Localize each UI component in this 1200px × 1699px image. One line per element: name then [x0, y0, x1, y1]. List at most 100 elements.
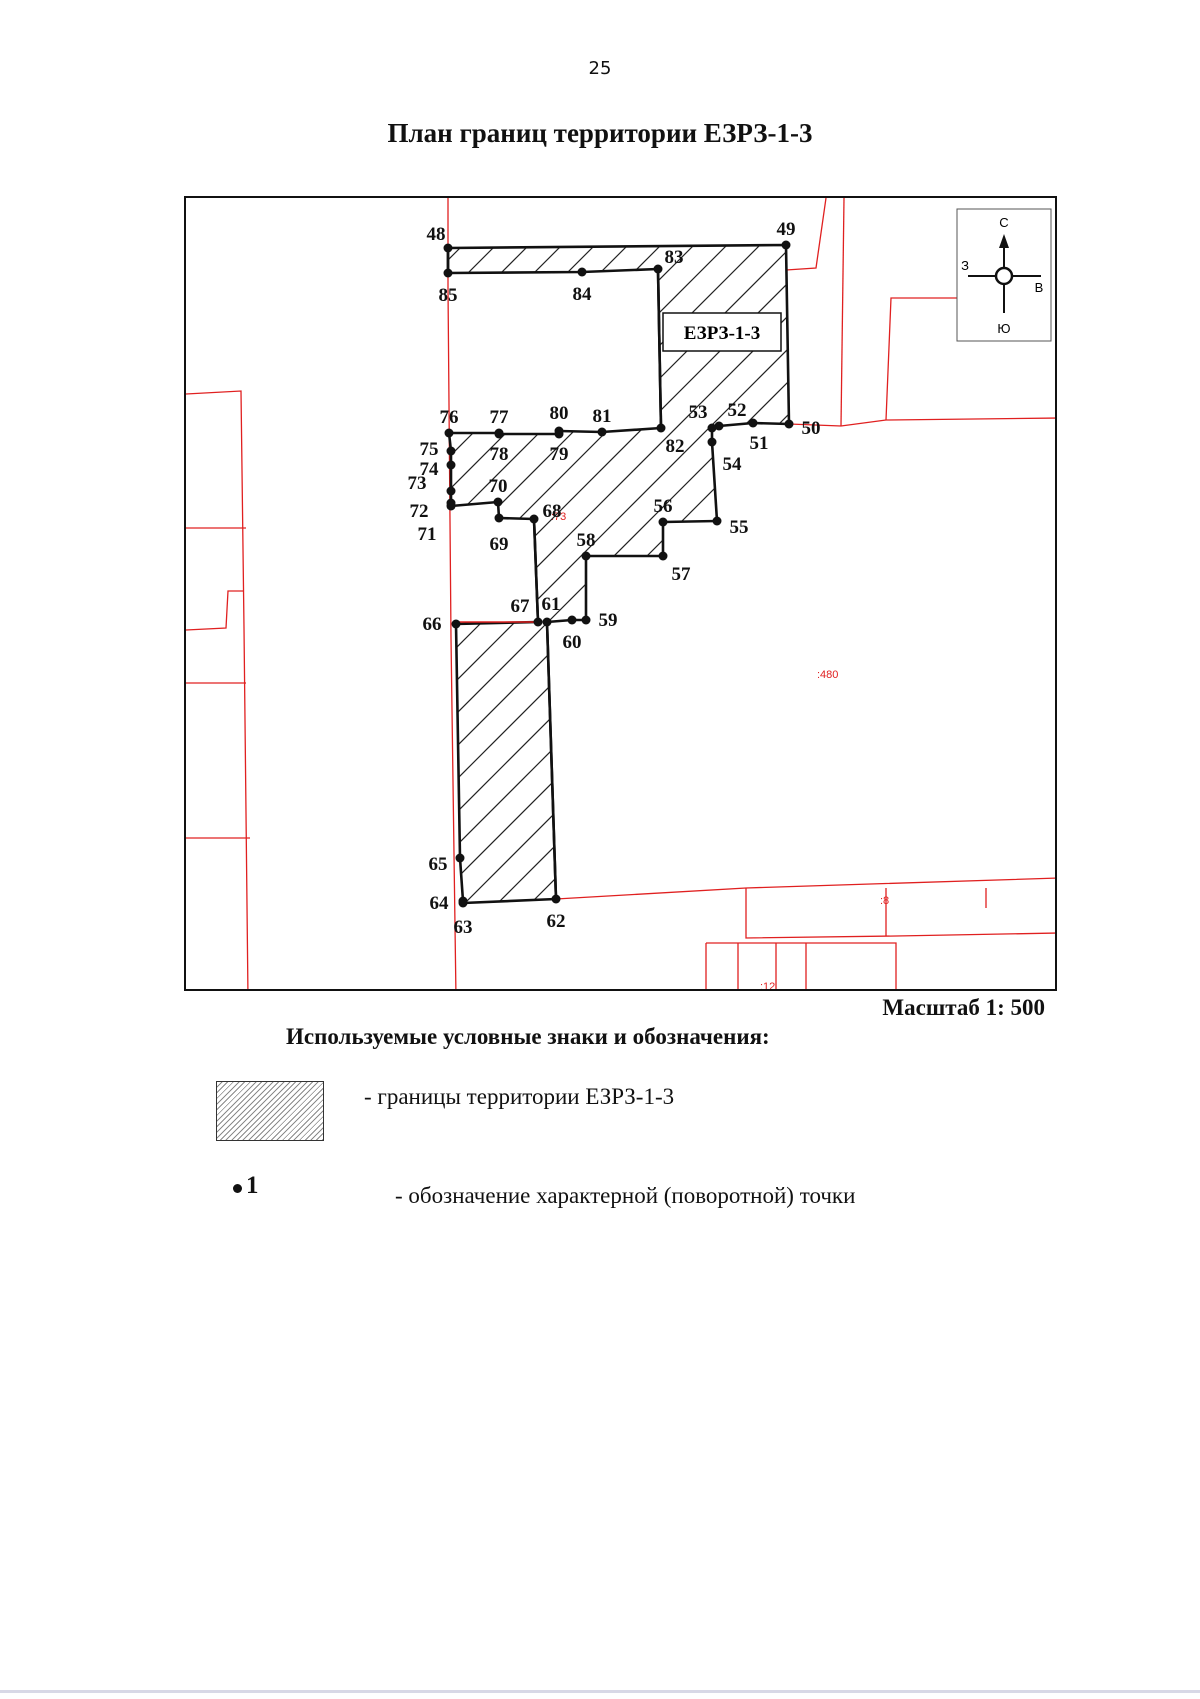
point-69-label: 69 — [490, 534, 509, 555]
cadastral-label: :8 — [880, 895, 889, 907]
hatch-line — [186, 198, 345, 991]
point-74-marker — [446, 460, 456, 470]
cadastral-labels: :480 :8 :12 :73 — [551, 511, 889, 991]
point-85-label: 85 — [439, 285, 458, 306]
point-51-marker — [748, 418, 758, 428]
parcel-line-11 — [745, 888, 1055, 939]
point-75-marker — [446, 446, 456, 456]
point-53-marker — [707, 423, 717, 433]
point-67-marker — [533, 617, 543, 627]
point-77-label: 77 — [490, 407, 510, 428]
compass-south: Ю — [997, 321, 1010, 336]
point-74-label: 74 — [420, 459, 440, 480]
point-52-marker — [714, 421, 724, 431]
page-title: План границ территории ЕЗРЗ-1-3 — [387, 118, 813, 148]
hatch-line — [448, 245, 643, 903]
point-61-label: 61 — [542, 594, 561, 615]
point-71-label: 71 — [418, 524, 437, 545]
compass-east: В — [1035, 280, 1044, 295]
legend-heading: Используемые условные знаки и обозначени… — [286, 1024, 770, 1049]
point-78-label: 78 — [490, 444, 509, 465]
point-63-label: 63 — [454, 917, 473, 938]
cadastral-label: :480 — [817, 669, 838, 681]
hatch-line — [448, 245, 789, 903]
parcel-line-3 — [186, 590, 244, 631]
point-64-marker — [458, 896, 468, 906]
zone-label: ЕЗРЗ-1-3 — [662, 312, 782, 352]
point-60-label: 60 — [563, 632, 582, 653]
point-69-marker — [494, 513, 504, 523]
point-51-label: 51 — [750, 433, 769, 454]
legend-item-zone-boundary: - границы территории ЕЗРЗ-1-3 — [364, 1084, 675, 1109]
hatch-line — [448, 245, 789, 903]
point-58-marker — [581, 551, 591, 561]
hatch-line — [186, 198, 312, 991]
point-84-label: 84 — [573, 284, 593, 305]
compass-north: С — [999, 215, 1008, 230]
point-59-marker — [581, 615, 591, 625]
point-61-marker — [542, 617, 552, 627]
compass-rose-icon: С Ю В З — [956, 208, 1052, 342]
hatch-line — [186, 198, 444, 991]
point-72-label: 72 — [410, 501, 429, 522]
point-57-label: 57 — [672, 564, 692, 585]
point-48-label: 48 — [427, 224, 446, 245]
internal-boundary-83-82 — [656, 268, 663, 429]
zone-hatching — [186, 198, 789, 991]
hatch-line — [448, 245, 577, 903]
parcel-line-10 — [555, 877, 1055, 900]
point-80-label: 80 — [550, 403, 569, 424]
point-56-label: 56 — [654, 496, 673, 517]
hatch-line — [186, 198, 246, 991]
cadastral-label: :12 — [760, 981, 775, 991]
hatch-line — [448, 245, 789, 903]
hatched-area-legend-swatch — [216, 1081, 324, 1141]
point-64-label: 64 — [430, 893, 450, 914]
point-65-marker — [455, 853, 465, 863]
point-50-label: 50 — [802, 418, 821, 439]
compass-west: З — [961, 258, 969, 273]
point-81-marker — [597, 427, 607, 437]
parcel-line-7 — [840, 198, 845, 427]
point-68-label: 68 — [543, 501, 562, 522]
legend-point-number: 1 — [246, 1172, 259, 1199]
point-82-marker — [656, 423, 666, 433]
hatch-line — [448, 245, 789, 903]
hatch-line — [186, 198, 279, 991]
hatch-line — [186, 198, 213, 991]
point-67-label: 67 — [511, 596, 531, 617]
point-53-label: 53 — [689, 402, 708, 423]
point-85-marker — [443, 268, 453, 278]
scan-edge — [0, 1690, 1200, 1693]
point-49-marker — [781, 240, 791, 250]
parcel-line-8 — [785, 198, 827, 271]
point-55-marker — [712, 516, 722, 526]
cadastral-label: :73 — [551, 511, 566, 523]
zone-label-text: ЕЗРЗ-1-3 — [684, 323, 760, 344]
page-number: 25 — [588, 58, 612, 79]
point-62-label: 62 — [547, 911, 566, 932]
cadastral-parcel-lines — [186, 198, 1055, 989]
parcel-line-9 — [885, 297, 957, 421]
internal-boundary-67-68 — [532, 518, 540, 623]
point-70-label: 70 — [489, 476, 508, 497]
map-scale: Масштаб 1: 500 — [882, 995, 1045, 1020]
parcel-line-1 — [447, 198, 457, 989]
point-49-label: 49 — [777, 219, 796, 240]
point-68-marker — [529, 514, 539, 524]
hatch-line — [448, 245, 789, 903]
point-54-marker — [707, 437, 717, 447]
legend-item-turning-point: - обозначение характерной (поворотной) т… — [395, 1183, 856, 1208]
point-62-marker — [551, 894, 561, 904]
point-66-marker — [451, 619, 461, 629]
point-legend-icon — [233, 1184, 242, 1193]
point-84-marker — [577, 267, 587, 277]
point-76-marker — [444, 428, 454, 438]
hatch-line — [186, 198, 411, 991]
point-60-marker — [567, 615, 577, 625]
point-73-marker — [446, 486, 456, 496]
point-79-label: 79 — [550, 444, 569, 465]
parcel-line-2 — [186, 390, 249, 989]
